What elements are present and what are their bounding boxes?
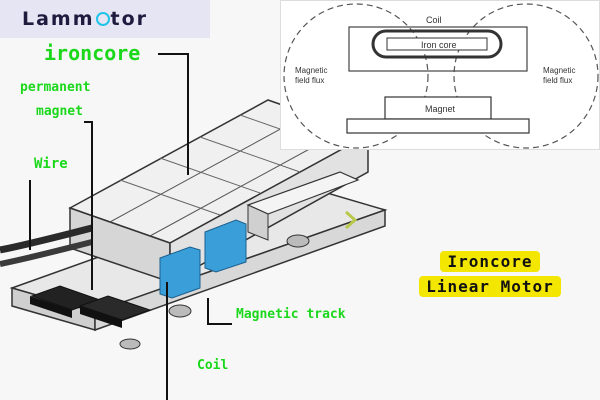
segment-divider (159, 157, 261, 194)
flux-circle-right (453, 3, 599, 149)
title-box: Ironcore Linear Motor (406, 251, 574, 313)
chevron-right-icon (345, 210, 358, 230)
leader-magnetic-track (207, 298, 232, 325)
title-line-2: Linear Motor (419, 276, 561, 297)
segment-divider (109, 113, 309, 223)
inset-flux-right-2: field flux (543, 76, 572, 85)
coil-block (204, 219, 247, 273)
flux-circle-left (283, 3, 429, 149)
inset-flux-left-2: field flux (295, 76, 324, 85)
logo-text-right: tor (110, 8, 149, 30)
segment-divider (119, 179, 221, 216)
end-bracket-face (247, 204, 269, 241)
label-ironcore: ironcore (44, 41, 141, 65)
coil-outer-box (348, 26, 528, 72)
coil-winding (371, 29, 503, 59)
mount-hole (119, 338, 141, 350)
wire-cable (0, 224, 93, 254)
coil-block (159, 246, 201, 299)
mount-hole (286, 234, 310, 248)
label-coil: Coil (197, 358, 229, 373)
cross-section-inset: Coil Iron core Magnetic field flux Magne… (280, 0, 600, 150)
cross-section-diagram: Coil Iron core Magnetic field flux Magne… (283, 3, 599, 149)
magnet-base (346, 118, 530, 134)
title-line-1: Ironcore (440, 251, 540, 272)
inset-iron-core-label: Iron core (421, 40, 457, 50)
inset-coil-label: Coil (426, 15, 442, 25)
inset-flux-right-1: Magnetic (543, 66, 575, 75)
leader-ironcore (158, 53, 189, 175)
track-magnet (30, 296, 72, 318)
track-magnet (80, 306, 122, 328)
mount-hole (168, 304, 192, 318)
logo-ring-icon (95, 12, 110, 26)
label-magnetic-track: Magnetic track (236, 307, 346, 322)
segment-divider (199, 136, 301, 173)
inset-magnet-label: Magnet (425, 104, 456, 114)
label-permanent: permanent (20, 80, 91, 95)
inset-flux-left-1: Magnetic (295, 66, 327, 75)
iron-core-bar (386, 37, 488, 51)
label-wire: Wire (34, 156, 68, 172)
wire-cable (0, 239, 93, 267)
label-magnet: magnet (36, 104, 83, 119)
leader-permanent-magnet (84, 121, 93, 290)
logo-text-left: Lamm (22, 8, 95, 30)
